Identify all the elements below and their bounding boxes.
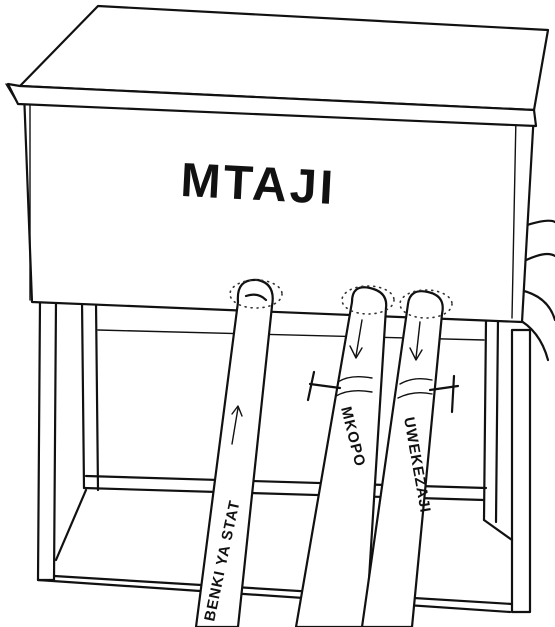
- tank-stand: [38, 300, 530, 612]
- state-bank-hose: BENKI YA STAT: [196, 280, 282, 627]
- loan-valve-icon: [310, 384, 340, 388]
- tank-title: MTAJI: [179, 154, 337, 215]
- tank-lid: [6, 6, 548, 126]
